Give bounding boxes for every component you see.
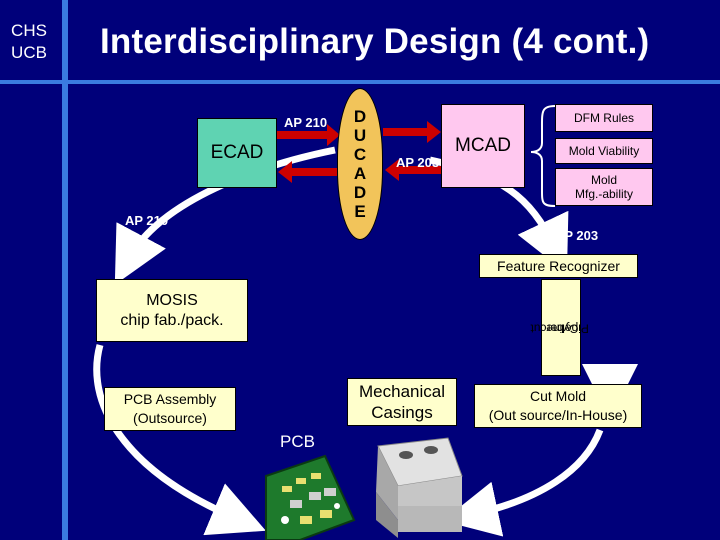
cut-mold-title: Cut Mold [529,388,587,404]
cut-mold-box: Cut Mold (Out source/In-House) [474,384,642,428]
arrow-mcad-to-ducade [385,159,441,181]
feature-recognizer-box: Feature Recognizer [479,254,638,278]
mold-mfg-line: Mfg.-ability [574,187,633,201]
ducade-letter: D [353,183,367,202]
dfm-brace [530,105,556,207]
cybercut-pipeline-text: Cybercut Pipeline [530,303,588,351]
org-line-chs: CHS [11,21,47,40]
ap203-right-label: AP 203 [555,228,599,243]
ap210-top-label: AP 210 [284,115,328,130]
mold-viability-box: Mold Viability [555,138,653,164]
cybercut-pipeline-box: Cybercut Pipeline [530,279,589,376]
pcb-assembly-title: PCB Assembly [123,391,217,407]
ap210-left-label: AP 210 [125,213,169,228]
arrow-ecad-to-ducade [277,124,340,146]
arrow-ducade-to-mcad [383,121,441,143]
loop-arrow-top-left [114,146,336,285]
ducade-letter: U [353,126,367,145]
ducade-box: D U C A D E [337,88,383,240]
loop-arrow-left-bottom [93,344,266,536]
org-line-ucb: UCB [11,43,47,62]
ducade-letter: E [354,202,366,221]
ap203-mid-label: AP 203 [396,155,440,170]
mold-mfg-line: Mold [590,173,617,187]
arrow-ducade-to-ecad [278,161,337,183]
pcb-assembly-subtitle: (Outsource) [133,410,207,426]
loop-arrow-right-bottom [442,428,604,537]
ducade-letter: C [353,145,367,164]
pipeline-line: Pipeline [546,321,589,335]
casings-line: Casings [371,403,433,422]
org-label: CHS UCB [0,20,58,64]
cut-mold-subtitle: (Out source/In-House) [488,407,628,423]
horizontal-accent-bar [0,80,720,84]
vertical-accent-bar [62,0,68,540]
mosis-subtitle: chip fab./pack. [120,311,224,329]
mosis-title: MOSIS [146,291,198,309]
page-title: Interdisciplinary Design (4 cont.) [100,22,650,61]
mold-mfg-box: Mold Mfg.-ability [555,168,653,206]
pcb-label: PCB [280,432,315,451]
ducade-letter: A [353,164,367,183]
pcb-board-image [265,454,356,540]
pcb-assembly-box: PCB Assembly (Outsource) [104,387,236,431]
mechanical-line: Mechanical [359,382,445,401]
mold-image [376,437,463,538]
mosis-box: MOSIS chip fab./pack. [96,279,248,342]
dfm-rules-box: DFM Rules [555,104,653,132]
ecad-box: ECAD [197,118,277,188]
mcad-box: MCAD [441,104,525,188]
ducade-letter: D [353,107,367,126]
mechanical-casings-box: Mechanical Casings [347,378,457,426]
